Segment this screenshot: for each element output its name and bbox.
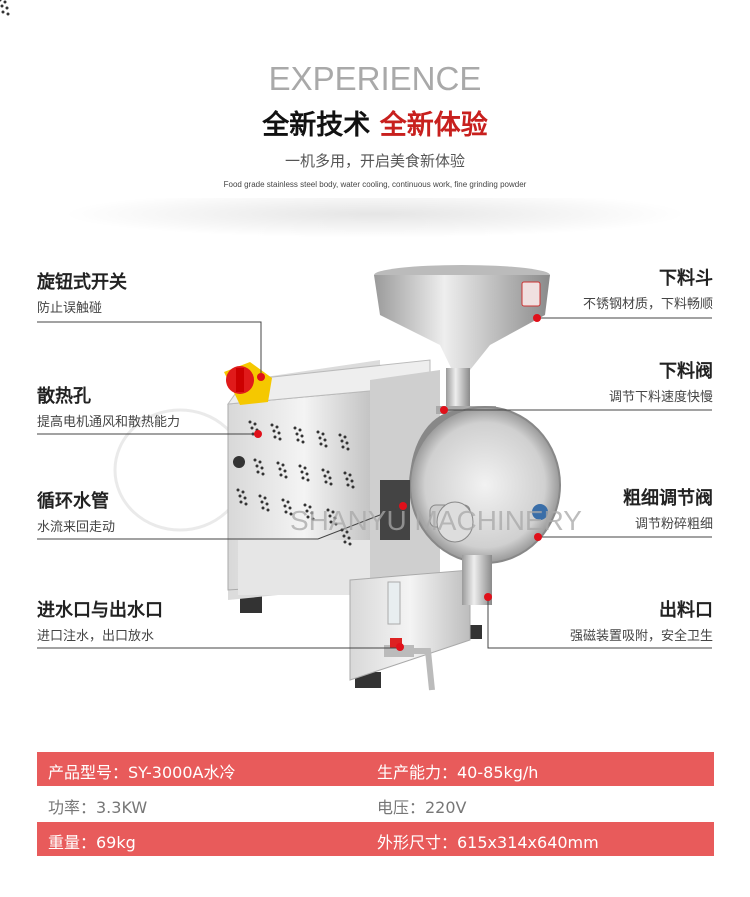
callout-sub: 调节粉碎粗细: [634, 517, 713, 532]
callout-sub: 防止误触碰: [37, 301, 103, 316]
callout-title: 旋钮式开关: [37, 272, 127, 293]
machine-illustration: 誉 机 械: [0, 0, 712, 691]
callout-sub: 提高电机通风和散热能力: [37, 415, 181, 430]
shadow-divider: [60, 198, 690, 238]
callout-title: 下料阀: [659, 361, 713, 382]
rotary-switch: [224, 362, 272, 405]
english-heading: EXPERIENCE: [268, 60, 482, 97]
subtitle: 一机多用，开启美食新体验: [284, 152, 465, 170]
callout-title: 进水口与出水口: [37, 600, 163, 621]
callout-hopper: 下料斗不锈钢材质，下料畅顺: [583, 264, 713, 312]
spec-capacity: 生产能力：40-85kg/h: [377, 763, 539, 782]
callout-feed-valve: 下料阀调节下料速度快慢: [609, 357, 713, 405]
callout-title: 粗细调节阀: [623, 488, 713, 509]
callout-title: 下料斗: [659, 268, 713, 289]
callout-title: 散热孔: [37, 386, 91, 407]
spec-power: 功率：3.3KW: [48, 798, 148, 817]
heat-vents: [0, 0, 355, 546]
callout-sub: 水流来回走动: [37, 520, 116, 535]
spec-model: 产品型号：SY-3000A水冷: [48, 763, 236, 782]
callout-title: 循环水管: [37, 491, 109, 512]
spec-dimensions: 外形尺寸：615x314x640mm: [377, 833, 599, 852]
callout-sub: 进口注水，出口放水: [37, 629, 155, 644]
callout-heat-vents: 散热孔提高电机通风和散热能力: [37, 382, 180, 430]
callout-sub: 调节下料速度快慢: [608, 390, 713, 405]
callout-lines: [37, 317, 712, 649]
spec-weight: 重量：69kg: [48, 833, 136, 852]
chinese-heading: 全新技术 全新体验: [0, 103, 750, 142]
callout-sub: 强磁装置吸附，安全卫生: [569, 629, 713, 644]
callout-water-inlet-outlet: 进水口与出水口进口注水，出口放水: [37, 596, 163, 644]
heading-red: 全新体验: [379, 110, 488, 141]
callout-water-pipe: 循环水管水流来回走动: [37, 487, 115, 535]
description: Food grade stainless steel body, water c…: [223, 180, 527, 189]
callout-title: 出料口: [659, 600, 713, 621]
spec-row: 重量：69kg 外形尺寸：615x314x640mm: [37, 822, 714, 856]
callout-rotary-switch: 旋钮式开关防止误触碰: [37, 268, 127, 316]
callout-fineness-valve: 粗细调节阀调节粉碎粗细: [623, 484, 713, 532]
callout-sub: 不锈钢材质，下料畅顺: [582, 297, 713, 312]
spec-row: 产品型号：SY-3000A水冷 生产能力：40-85kg/h: [37, 752, 714, 786]
callout-markers: [254, 314, 542, 651]
watermark-text: SHANYU MACHINERY: [290, 505, 582, 536]
spec-row: 功率：3.3KW 电压：220V: [37, 787, 714, 821]
heading-black: 全新技术: [262, 110, 371, 141]
spec-voltage: 电压：220V: [377, 798, 467, 817]
callout-outlet: 出料口强磁装置吸附，安全卫生: [570, 596, 713, 644]
